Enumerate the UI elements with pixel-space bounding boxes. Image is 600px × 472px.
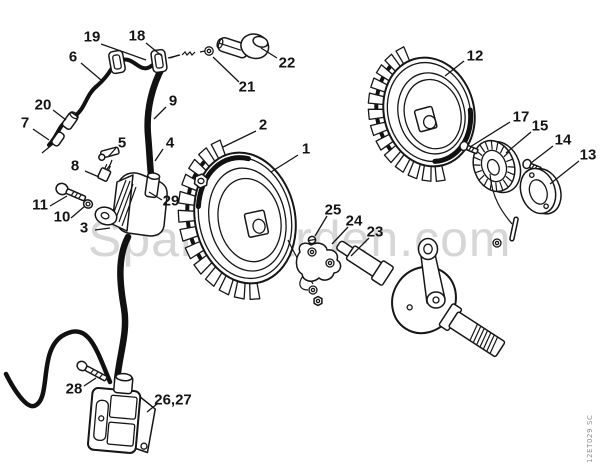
part-label-24: 24 xyxy=(345,212,363,230)
part-label-1: 1 xyxy=(301,140,311,158)
pin xyxy=(509,216,519,242)
ignition-lead-tube xyxy=(144,62,167,187)
part-label-26-27: 26,27 xyxy=(154,391,192,409)
part-label-25: 25 xyxy=(324,201,342,219)
part-label-28: 28 xyxy=(65,380,83,398)
trigger-unit xyxy=(287,235,342,307)
bolt-11 xyxy=(55,182,87,202)
part-label-18: 18 xyxy=(128,27,146,45)
part-label-23: 23 xyxy=(366,223,384,241)
ground-wire xyxy=(3,329,113,409)
part-label-3: 3 xyxy=(79,219,89,237)
screw-28 xyxy=(76,360,108,382)
part-label-21: 21 xyxy=(238,78,256,96)
leader-lines xyxy=(32,42,580,413)
part-label-22: 22 xyxy=(278,54,296,72)
cover-plate-13 xyxy=(519,167,562,215)
part-label-4: 4 xyxy=(165,134,175,152)
spark-plug-cap xyxy=(216,33,270,60)
flywheel-1 xyxy=(177,139,297,301)
wire-clip-20 xyxy=(61,111,79,130)
part-label-9: 9 xyxy=(168,92,178,110)
flywheel-nut xyxy=(193,173,209,189)
plug-boot-29 xyxy=(144,172,161,199)
part-label-19: 19 xyxy=(83,28,101,46)
ignition-module-26-27 xyxy=(86,372,157,454)
part-label-15: 15 xyxy=(531,117,549,135)
ignition-module-3 xyxy=(94,172,168,237)
part-label-5: 5 xyxy=(117,134,127,152)
small-ring xyxy=(492,238,502,248)
part-label-29: 29 xyxy=(162,192,180,210)
part-label-20: 20 xyxy=(34,96,52,114)
flywheel-12 xyxy=(367,46,476,182)
screw-25 xyxy=(307,235,317,245)
connector-8 xyxy=(97,159,113,182)
drawing-code: 12ET029 SC xyxy=(586,414,594,463)
part-label-6: 6 xyxy=(68,48,78,66)
lower-lead-tube xyxy=(113,233,132,384)
part-label-12: 12 xyxy=(466,47,484,65)
part-label-13: 13 xyxy=(579,146,597,164)
terminal-ring-21 xyxy=(204,46,214,56)
connecting-rod xyxy=(417,237,446,309)
screw-17 xyxy=(459,140,479,155)
terminal-spring xyxy=(169,50,206,59)
wire-grommet-18 xyxy=(150,48,168,74)
trigger-nut xyxy=(313,295,323,307)
part-label-10: 10 xyxy=(53,208,71,226)
part-label-11: 11 xyxy=(32,196,48,214)
wire-grommet-19 xyxy=(108,49,126,75)
rotor-spring-wire xyxy=(489,173,513,225)
part-label-2: 2 xyxy=(258,116,268,134)
crankshaft xyxy=(336,237,506,358)
part-label-14: 14 xyxy=(554,131,572,149)
part-label-17: 17 xyxy=(512,108,530,126)
clip-5 xyxy=(98,146,120,162)
ignition-rotor-15 xyxy=(472,139,522,194)
part-label-7: 7 xyxy=(20,114,30,132)
wire-end-7 xyxy=(41,131,65,154)
washer-10 xyxy=(82,199,94,209)
part-label-8: 8 xyxy=(70,157,80,175)
